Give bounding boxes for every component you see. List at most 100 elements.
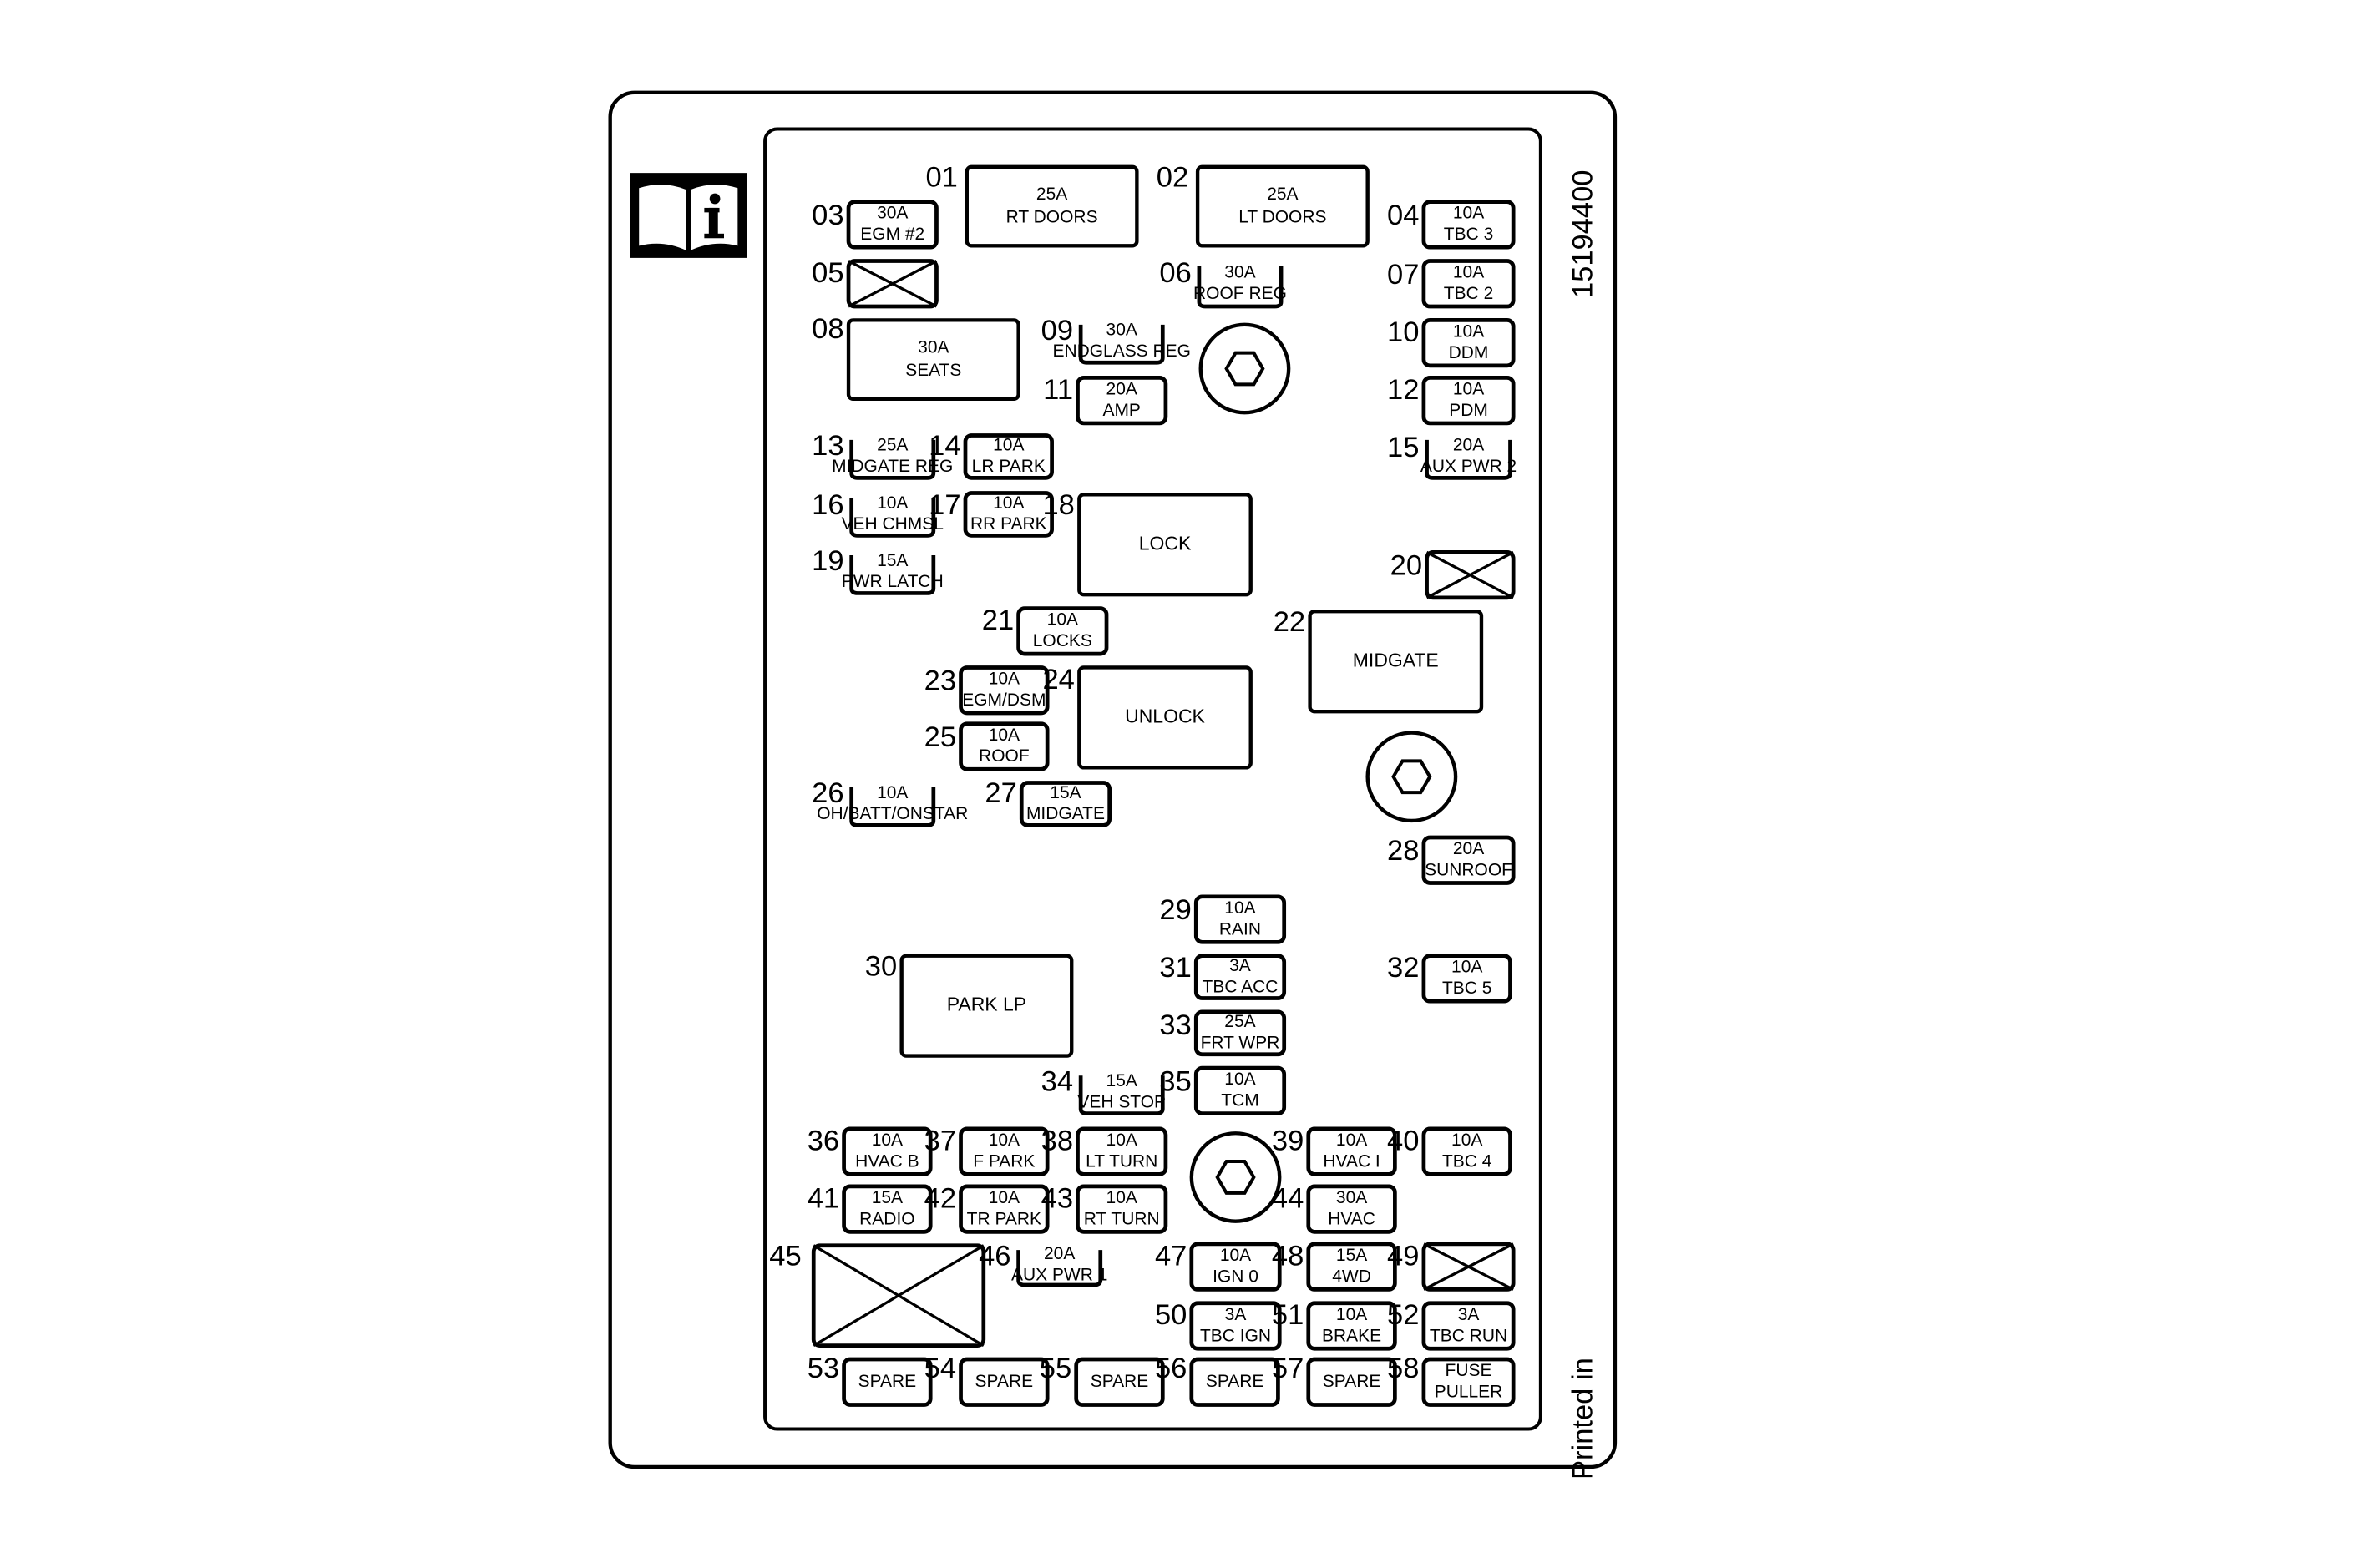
- fuse-slot-outline: [1306, 1126, 1397, 1176]
- fuse-label: 20A: [1453, 436, 1484, 455]
- fuse-label: 10A: [877, 493, 908, 513]
- fuse-slot-outline: [959, 1126, 1050, 1176]
- fuse-label: 10A: [989, 670, 1020, 689]
- fuse-slot-outline: [1421, 1126, 1512, 1176]
- fuse-slot-outline: [1421, 318, 1516, 368]
- fuse-label: SPARE: [1091, 1372, 1149, 1391]
- fuse-label: LOCK: [1139, 532, 1192, 554]
- fuse-label: 30A: [1106, 321, 1137, 340]
- empty-slot-cross: [813, 1244, 985, 1348]
- fuse-number: 50: [1155, 1299, 1187, 1331]
- fuse-label: ROOF: [979, 746, 1030, 766]
- fuse-slot-outline: [1189, 1357, 1280, 1407]
- fuse-slot-outline: [1019, 781, 1112, 827]
- fuse-slot-outline: [1421, 259, 1516, 309]
- fuse-label: 3A: [1229, 956, 1251, 975]
- fuse-label: 10A: [1224, 1070, 1255, 1089]
- fuse-slot-outline: [842, 1184, 933, 1234]
- fuse-slot-outline: [1308, 610, 1484, 714]
- fuse-label: SPARE: [858, 1372, 917, 1391]
- fuse-slot-outline: [1077, 493, 1253, 597]
- fuse-number: 13: [812, 430, 843, 462]
- fuse-label: RT TURN: [1084, 1209, 1160, 1228]
- fuse-label: SPARE: [1206, 1372, 1264, 1391]
- fuse-label: ENDGLASS REG: [1052, 341, 1190, 361]
- fuse-slot-outline: [1425, 439, 1512, 480]
- fuse-slot-outline: [1421, 954, 1512, 1004]
- fuse-slot-outline: [846, 200, 939, 250]
- fuse-number: 37: [924, 1125, 956, 1156]
- fuse-number: 15: [1387, 432, 1419, 463]
- fuse-number: 14: [929, 430, 960, 462]
- fuse-slot-outline: [1195, 164, 1370, 248]
- fuse-number: 52: [1387, 1299, 1419, 1331]
- fuse-label: FRT WPR: [1201, 1034, 1280, 1053]
- fuse-number: 21: [982, 604, 1014, 636]
- fuse-number: 36: [808, 1125, 839, 1156]
- fuse-slot-outline: [1016, 606, 1109, 656]
- fuse-number: 06: [1159, 257, 1191, 289]
- fuse-slot-outline: [1421, 200, 1516, 250]
- fuse-20: 20: [1390, 550, 1516, 600]
- fuse-number: 49: [1387, 1240, 1419, 1272]
- fuse-slot-outline: [965, 164, 1139, 248]
- fuse-slot-outline: [959, 665, 1050, 716]
- fuse-label: EGM #2: [860, 225, 924, 244]
- fuse-number: 23: [924, 665, 956, 697]
- fuse-label: LOCKS: [1033, 631, 1092, 650]
- fuse-label: AMP: [1102, 401, 1140, 420]
- fuse-number: 42: [924, 1182, 956, 1214]
- fuse-number: 20: [1390, 550, 1422, 582]
- fuse-label: RADIO: [859, 1209, 914, 1228]
- fuse-label: 4WD: [1332, 1267, 1371, 1286]
- fuse-slot-outline: [1197, 265, 1284, 309]
- fuse-number: 16: [812, 489, 843, 521]
- fuse-label: 10A: [1047, 610, 1078, 630]
- fuse-slot-outline: [963, 433, 1054, 480]
- fuse-number: 03: [812, 200, 843, 231]
- fuse-label: 10A: [1453, 263, 1484, 282]
- fuse-label: 30A: [1336, 1188, 1367, 1207]
- fuse-slot-outline: [1421, 1301, 1516, 1351]
- fuse-number: 46: [979, 1240, 1010, 1272]
- fuse-label: 25A: [1224, 1012, 1255, 1031]
- fuse-label: SPARE: [1323, 1372, 1381, 1391]
- fuse-label: 15A: [872, 1188, 903, 1207]
- fuse-label: OH/BATT/ONSTAR: [817, 804, 968, 823]
- fuse-label: 10A: [1220, 1246, 1251, 1265]
- fuse-label: LT DOORS: [1238, 207, 1326, 226]
- fuse-slot-outline: [1076, 376, 1168, 426]
- fuse-slot-outline: [846, 318, 1020, 402]
- fuse-number: 08: [812, 313, 843, 345]
- fuse-number: 11: [1043, 374, 1073, 406]
- fuse-label: UNLOCK: [1125, 705, 1205, 726]
- fuse-slot-outline: [1306, 1184, 1397, 1234]
- fuse-label: 10A: [989, 1131, 1020, 1150]
- fuse-label: 10A: [1336, 1305, 1367, 1324]
- fuse-number: 24: [1042, 664, 1074, 696]
- fuse-slot-outline: [959, 721, 1050, 771]
- fuse-number: 25: [924, 721, 956, 753]
- fuse-49: 49: [1387, 1240, 1516, 1292]
- fuse-label: HVAC B: [855, 1151, 919, 1171]
- fuse-number: 05: [812, 257, 843, 289]
- fuse-slot-outline: [1421, 1357, 1516, 1407]
